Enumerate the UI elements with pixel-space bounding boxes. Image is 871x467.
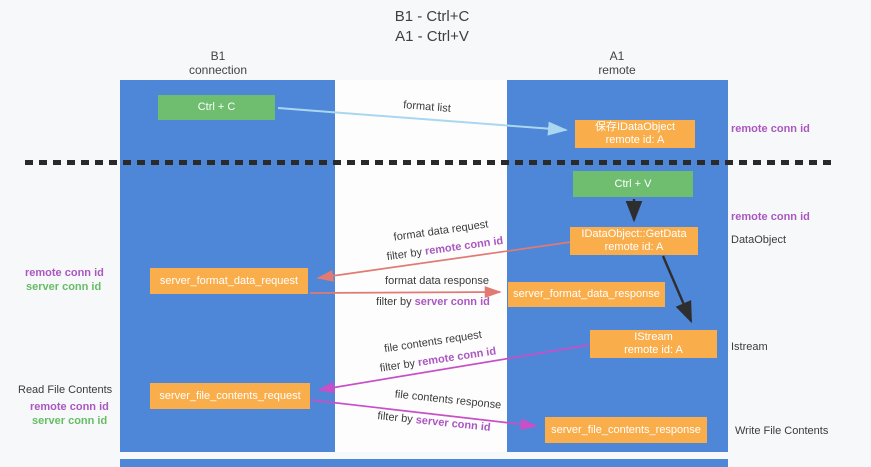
node-istream: IStream remote id: A — [590, 330, 717, 358]
label-format-data-response: format data response — [385, 275, 489, 287]
label-read-file-contents: Read File Contents — [18, 384, 113, 396]
label-left-server-conn-id-1: server conn id — [26, 281, 102, 293]
label-dataobject: DataObject — [731, 234, 787, 246]
label-right-remote-conn-id-top: remote conn id — [731, 123, 810, 135]
node-save-idataobject: 保存IDataObject remote id: A — [575, 120, 695, 148]
server-conn-id-text: server conn id — [414, 296, 490, 308]
node-ctrl-c-label: Ctrl + C — [197, 101, 236, 113]
label-filter-server-1: filter by server conn id — [376, 296, 490, 308]
arrow-file-contents-request — [317, 344, 590, 394]
title-line-2: A1 - Ctrl+V — [395, 28, 469, 45]
label-left-server-conn-id-2: server conn id — [32, 415, 108, 427]
node-server-format-data-response: server_format_data_response — [508, 282, 665, 307]
arrow-format-data-request — [316, 241, 572, 282]
arrow-file-contents-response — [310, 399, 538, 431]
label-write-file-contents: Write File Contents — [735, 425, 829, 437]
filter-by-text: filter by — [376, 296, 415, 308]
node-istream-line1: IStream — [634, 331, 673, 343]
node-server-file-contents-response: server_file_contents_response — [545, 417, 707, 443]
node-save-idataobject-line2: remote id: A — [605, 134, 665, 146]
phase-divider-dashed-line — [25, 160, 835, 165]
title-line-1: B1 - Ctrl+C — [394, 8, 470, 25]
arrow-format-data-response — [309, 286, 502, 299]
bottom-blue-strip — [120, 459, 728, 467]
label-left-remote-conn-id-1: remote conn id — [25, 267, 104, 279]
node-server-format-data-request: server_format_data_request — [150, 268, 308, 294]
node-server-file-contents-request: server_file_contents_request — [150, 383, 310, 409]
node-getdata-line2: remote id: A — [604, 241, 664, 253]
lane-header-b1: B1 connection — [158, 49, 278, 77]
node-istream-line2: remote id: A — [624, 344, 683, 356]
arrow-format-list — [277, 107, 568, 136]
label-right-remote-conn-id-mid: remote conn id — [731, 211, 810, 223]
label-istream: Istream — [731, 341, 768, 353]
node-format-request-label: server_format_data_request — [159, 274, 299, 287]
node-ctrl-v-label: Ctrl + V — [614, 177, 652, 190]
node-format-response-label: server_format_data_response — [513, 288, 660, 300]
node-ctrl-c: Ctrl + C — [158, 95, 275, 120]
middle-panel — [335, 80, 507, 452]
node-getdata-line1: IDataObject::GetData — [581, 228, 687, 240]
diagram-title: B1 - Ctrl+C A1 - Ctrl+V — [312, 7, 552, 47]
lane-a1-name: A1 — [609, 49, 625, 63]
arrow-getdata-to-istream — [661, 255, 693, 324]
node-idataobject-getdata: IDataObject::GetData remote id: A — [570, 227, 698, 255]
lane-a1-role: remote — [598, 63, 636, 77]
lane-header-a1: A1 remote — [557, 49, 677, 77]
label-left-remote-conn-id-2: remote conn id — [30, 401, 109, 413]
node-save-idataobject-line1: 保存IDataObject — [594, 121, 676, 133]
node-file-request-label: server_file_contents_request — [159, 389, 301, 402]
lane-b1-name: B1 — [210, 49, 226, 63]
node-ctrl-v: Ctrl + V — [573, 171, 693, 197]
node-file-response-label: server_file_contents_response — [551, 423, 701, 436]
lane-b1-role: connection — [188, 63, 248, 77]
